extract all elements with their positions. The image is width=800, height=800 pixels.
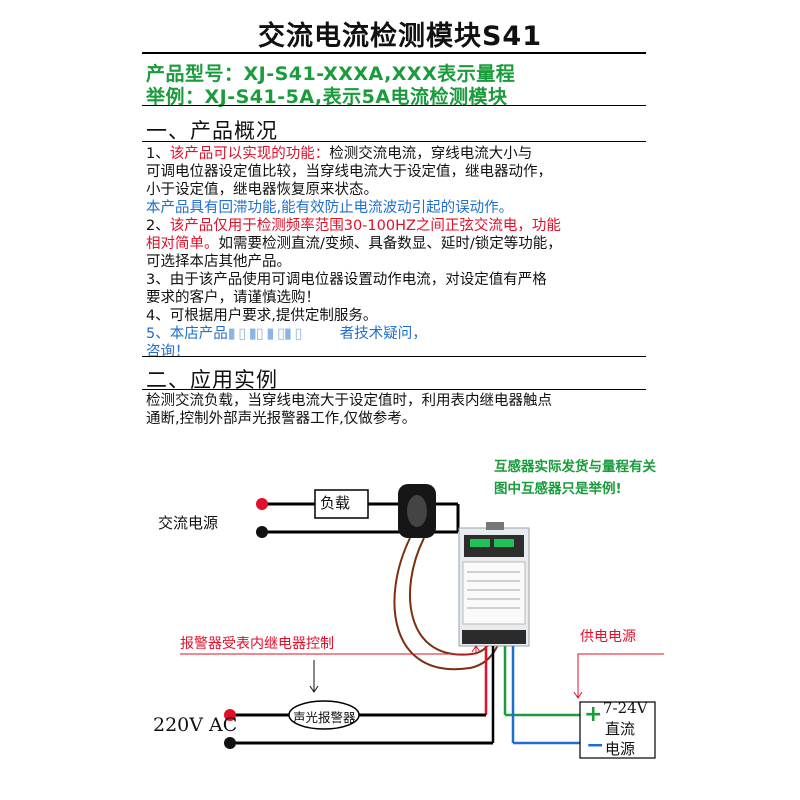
section-2-body: 检测交流负载，当穿线电流大于设定值时，利用表内继电器触点 通断,控制外部声光报警…: [146, 392, 666, 428]
section-1-body: 1、该产品可以实现的功能：检测交流电流，穿线电流大小与 可调电位器设定值比较，当…: [146, 145, 666, 361]
dc-range-label: 7-24V: [603, 699, 648, 717]
item-4-text: 4、可根据用户要求,提供定制服务。: [146, 308, 378, 324]
load-label: 负载: [320, 494, 351, 512]
example-text-b: 通断,控制外部声光报警器工作,仅做参考。: [146, 411, 417, 427]
item-3-text-b: 要求的客户，请谨慎选购！: [146, 290, 320, 306]
item-1-text-a: 检测交流电流，穿线电流大小与: [329, 146, 533, 162]
item-5-text-c: 咨询！: [146, 344, 190, 360]
item-5-text-a: 5、本店产品: [146, 326, 228, 342]
section-1-rule: [142, 141, 646, 142]
section-1-title: 一、产品概况: [146, 119, 278, 143]
load-box: [314, 489, 369, 519]
power-leader: [577, 653, 664, 698]
alarm-control-leader: [180, 646, 477, 655]
ct-note-line-b: 图中互感器只是举例!: [494, 481, 622, 497]
item-1-number: 1、: [146, 146, 170, 162]
alarm-control-label: 报警器受表内继电器控制: [180, 636, 334, 652]
section-2-rule: [142, 389, 646, 390]
power-label: 电源: [605, 740, 636, 758]
item-3-text-a: 3、由于该产品使用可调电位器设置动作电流，对设定值有严格: [146, 272, 547, 288]
title-rule: [142, 52, 646, 54]
plus-sign: +: [584, 702, 603, 727]
item-2-text-b: 可选择本店其他产品。: [146, 254, 291, 270]
item-1-note: 本产品具有回滞功能,能有效防止电流波动引起的误动作。: [146, 200, 514, 216]
example-text-a: 检测交流负载，当穿线电流大于设定值时，利用表内继电器触点: [146, 393, 552, 409]
item-2-highlight-a: 该产品仅用于检测频率范围30-100HZ之间正弦交流电，功能: [169, 218, 561, 234]
section-2-title: 二、应用实例: [146, 368, 278, 392]
item-2-text-a: 如需要检测直流/变频、具备数显、延时/锁定等功能，: [218, 236, 562, 252]
minus-sign: −: [586, 733, 605, 758]
dc-power-box: [579, 701, 656, 759]
item-5-obscured: ▮ ▯ ▮▯ ▮ ▯▮ ▯: [227, 326, 303, 342]
ac-terminal-black: [256, 526, 268, 538]
page-title: 交流电流检测模块S41: [257, 21, 543, 52]
item-5-text-b: 者技术疑问，: [339, 326, 427, 342]
alarm-oval: [288, 700, 360, 730]
mains-terminal-black: [224, 737, 236, 749]
item-1-text-b: 可调电位器设定值比较，当穿线电流大于设定值，继电器动作，: [146, 164, 552, 180]
ac-source-label: 交流电源: [158, 514, 219, 532]
dc-label: 直流: [605, 720, 636, 738]
model-rule: [142, 105, 646, 106]
item-1-highlight: 该产品可以实现的功能：: [169, 146, 330, 162]
power-supply-label: 供电电源: [580, 629, 636, 645]
mains-label: 220V AC: [153, 714, 238, 736]
item-2-number: 2、: [146, 218, 170, 234]
ct-note: 互感器实际发货与量程有关 图中互感器只是举例!: [494, 456, 656, 500]
mains-terminal-red: [224, 709, 236, 721]
ac-terminal-red: [256, 498, 268, 510]
wiring-diagram: [180, 484, 664, 759]
section-2-top-rule: [142, 356, 646, 357]
model-line-1: 产品型号：XJ-S41-XXXA,XXX表示量程: [146, 63, 516, 85]
model-line-2: 举例：XJ-S41-5A,表示5A电流检测模块: [146, 86, 508, 108]
item-1-text-c: 小于设定值，继电器恢复原来状态。: [146, 182, 378, 198]
item-2-highlight-b: 相对简单。: [146, 236, 219, 252]
ct-note-line-a: 互感器实际发货与量程有关: [494, 459, 656, 475]
alarm-label: 声光报警器: [293, 710, 356, 725]
